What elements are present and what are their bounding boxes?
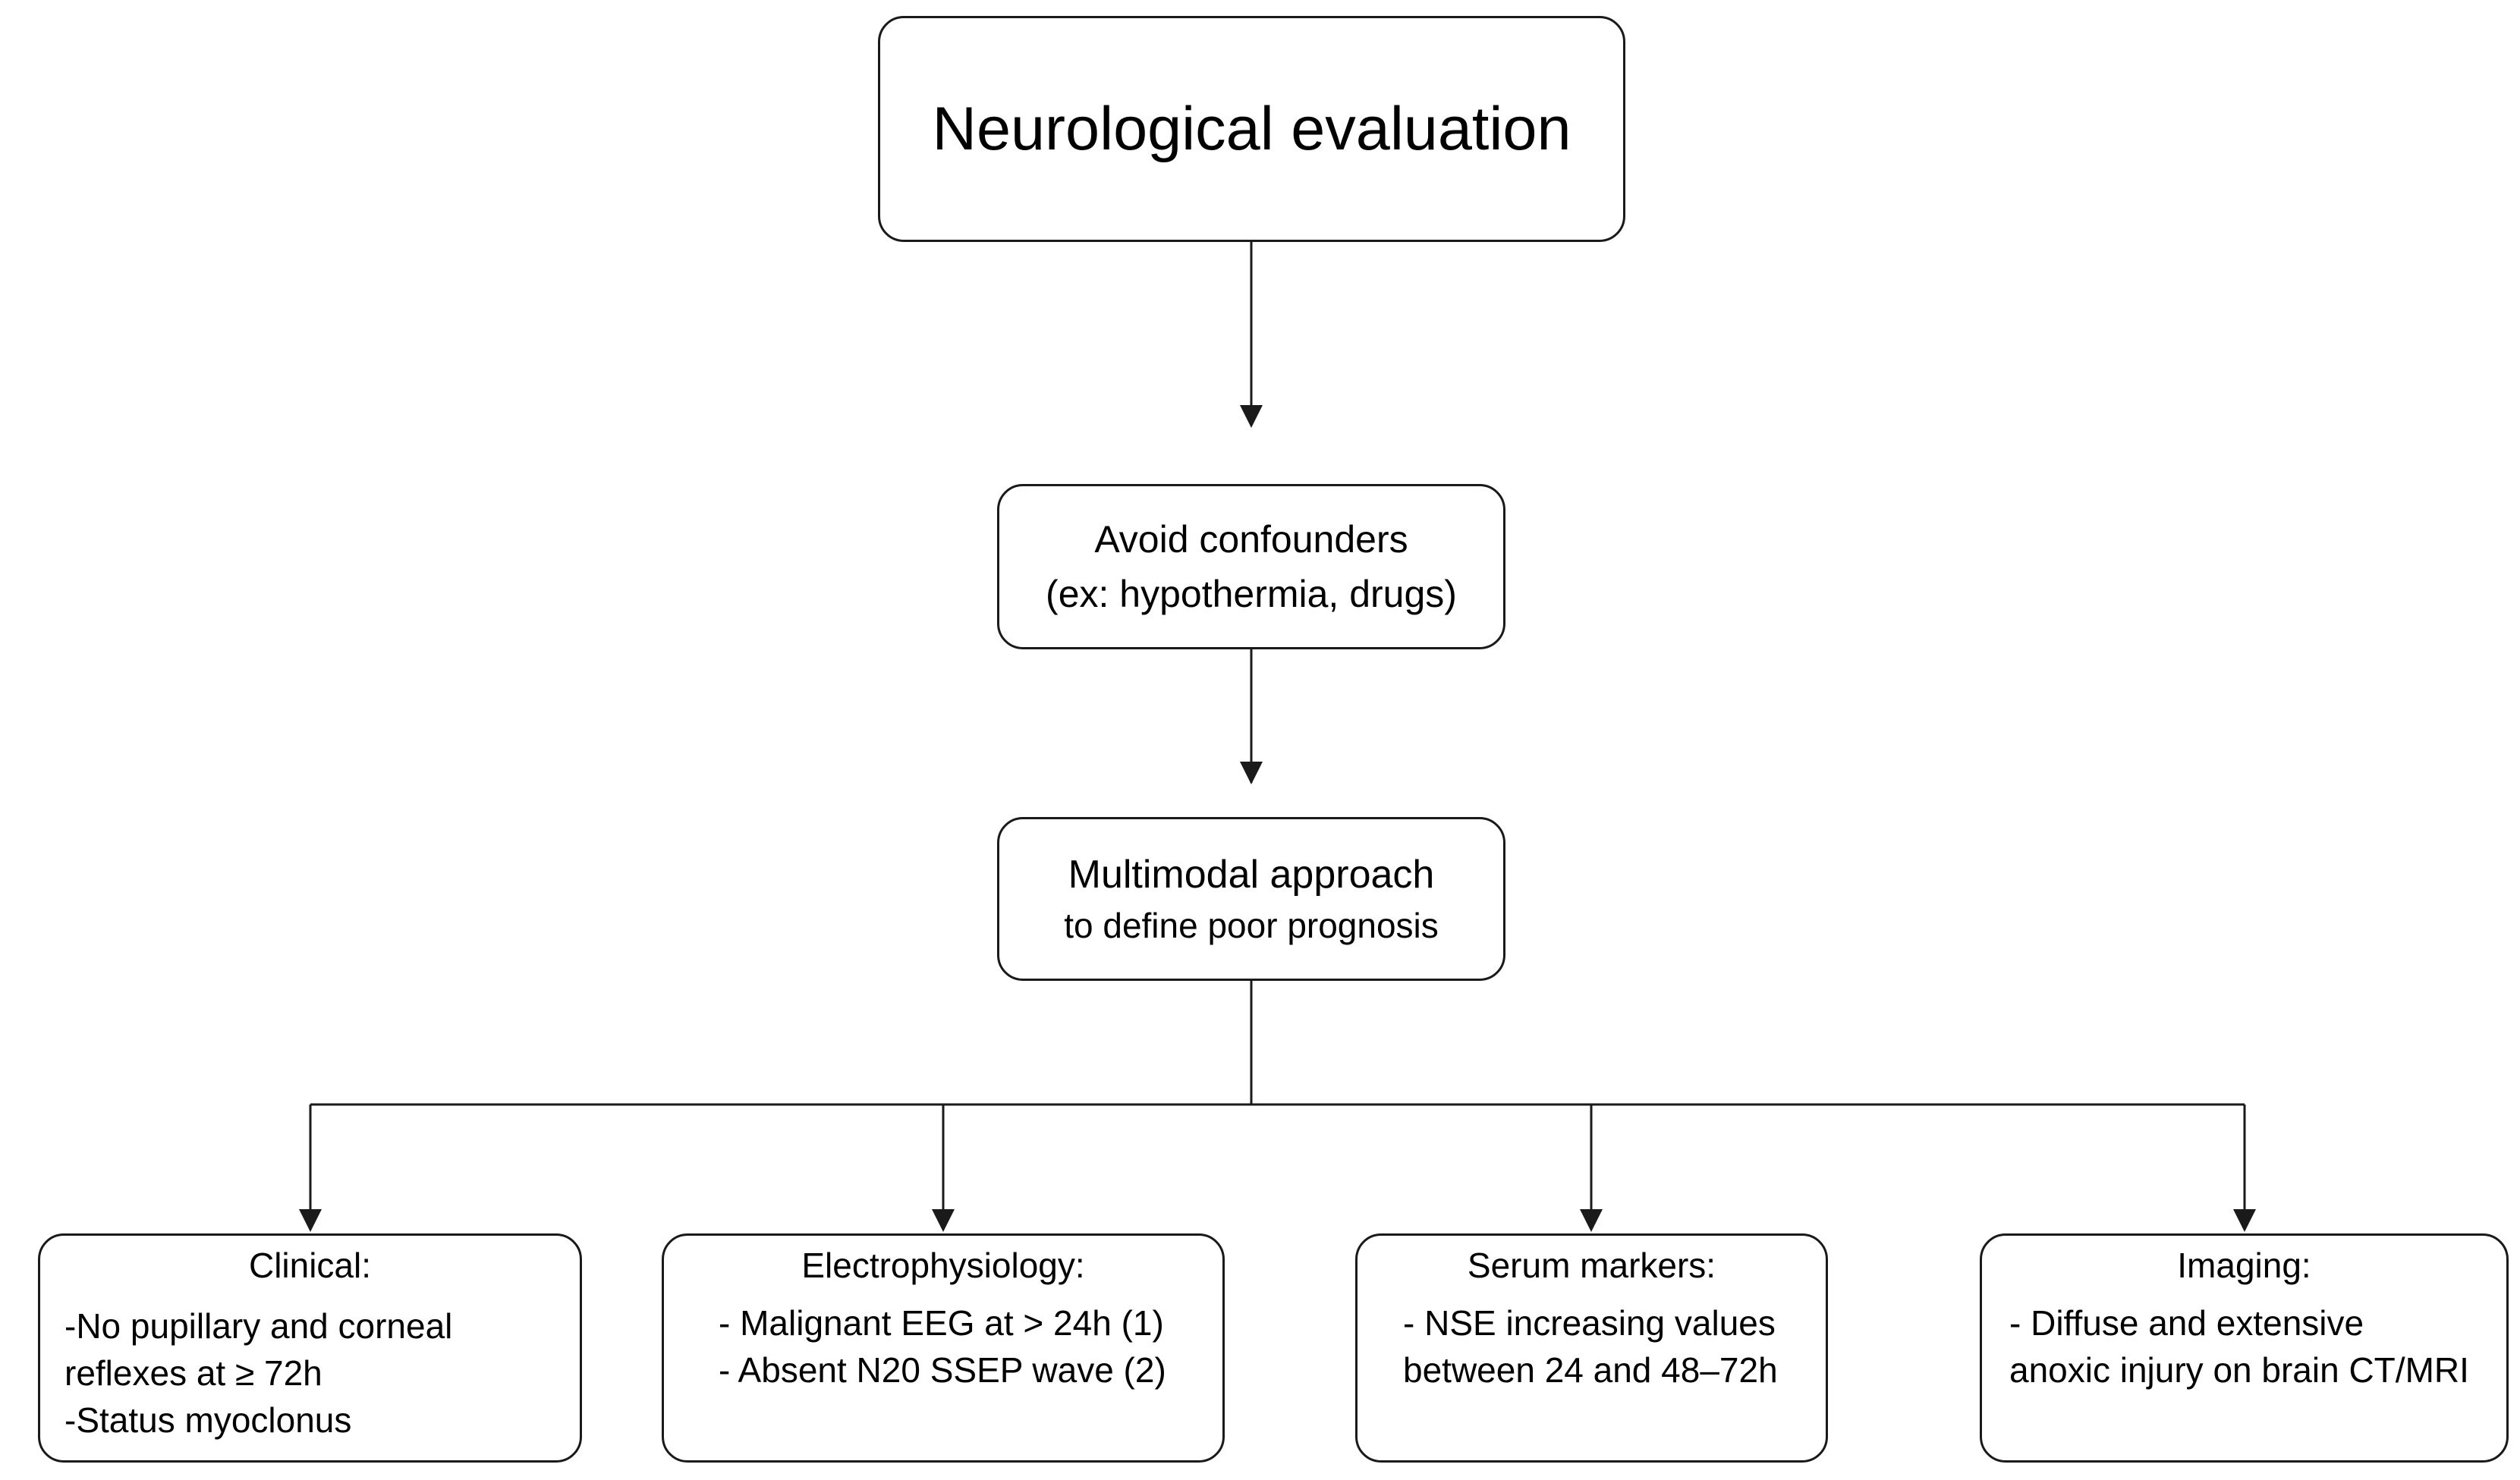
node-multimodal-approach: Multimodal approach to define poor progn…	[997, 817, 1505, 981]
node-multimodal-approach-line1: Multimodal approach	[1068, 853, 1435, 897]
node-clinical-title: Clinical:	[248, 1246, 372, 1285]
node-serum-markers-title: Serum markers:	[1467, 1246, 1716, 1285]
node-serum-markers-line: - NSE increasing values	[1403, 1303, 1776, 1343]
node-serum-markers-line: between 24 and 48–72h	[1403, 1350, 1778, 1390]
node-clinical: Clinical: -No pupillary and corneal refl…	[38, 1233, 582, 1463]
node-avoid-confounders-line2: (ex: hypothermia, drugs)	[1046, 573, 1457, 615]
arrowhead-multimodal	[1240, 762, 1263, 784]
node-clinical-line: -No pupillary and corneal	[64, 1306, 453, 1346]
arrowhead-clinical	[299, 1209, 322, 1232]
node-serum-markers: Serum markers: - NSE increasing values b…	[1355, 1233, 1828, 1463]
arrowhead-serum	[1580, 1209, 1603, 1232]
node-neurological-evaluation-label: Neurological evaluation	[932, 94, 1571, 163]
arrowhead-electrophysiology	[932, 1209, 955, 1232]
arrowhead-confounders	[1240, 405, 1263, 428]
node-neurological-evaluation: Neurological evaluation	[878, 16, 1625, 242]
node-multimodal-approach-line2: to define poor prognosis	[1064, 906, 1439, 945]
node-avoid-confounders: Avoid confounders (ex: hypothermia, drug…	[997, 484, 1505, 649]
arrowhead-imaging	[2233, 1209, 2256, 1232]
node-electrophysiology-line: - Malignant EEG at > 24h (1)	[719, 1303, 1164, 1343]
node-avoid-confounders-line1: Avoid confounders	[1094, 518, 1408, 561]
node-imaging-line: anoxic injury on brain CT/MRI	[2009, 1350, 2469, 1390]
node-imaging: Imaging: - Diffuse and extensive anoxic …	[1980, 1233, 2509, 1463]
node-electrophysiology-line: - Absent N20 SSEP wave (2)	[719, 1350, 1166, 1390]
node-imaging-line: - Diffuse and extensive	[2009, 1303, 2364, 1343]
node-imaging-title: Imaging:	[2177, 1246, 2311, 1285]
node-clinical-line: reflexes at ≥ 72h	[64, 1353, 322, 1393]
node-clinical-line: -Status myoclonus	[64, 1400, 352, 1440]
node-electrophysiology-title: Electrophysiology:	[801, 1246, 1085, 1285]
node-electrophysiology: Electrophysiology: - Malignant EEG at > …	[662, 1233, 1225, 1463]
